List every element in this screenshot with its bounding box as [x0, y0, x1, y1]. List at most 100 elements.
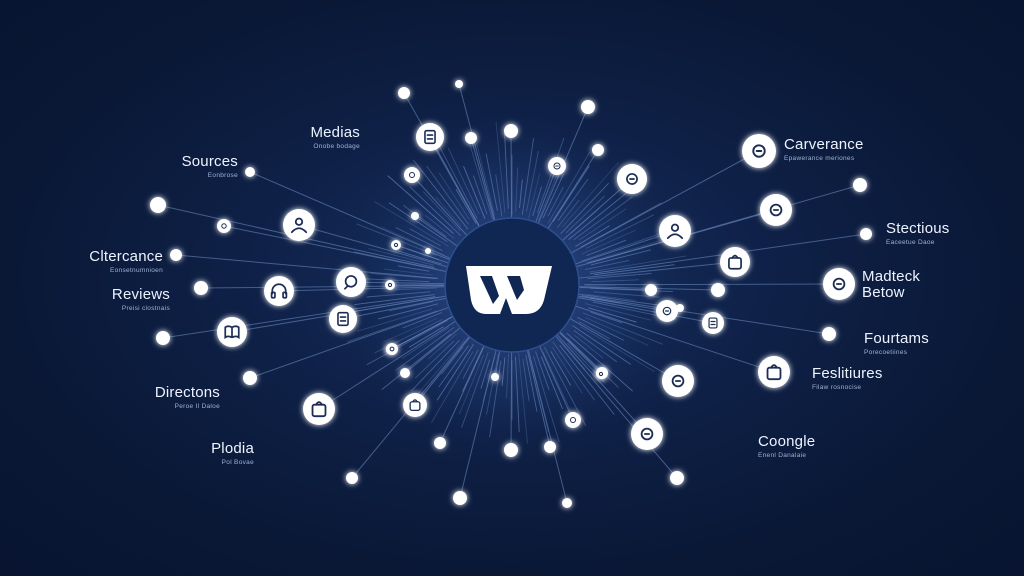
camera-icon: [387, 282, 393, 288]
connection-line: [569, 303, 775, 373]
ray-line: [486, 353, 499, 415]
ray-line: [409, 228, 441, 247]
ray-line: [590, 249, 651, 266]
icon-node[interactable]: [702, 312, 724, 334]
icon-node[interactable]: [283, 209, 315, 241]
icon-node[interactable]: [329, 305, 357, 333]
ray-line: [515, 356, 520, 433]
icon-node[interactable]: [391, 240, 401, 250]
icon-node[interactable]: [217, 219, 231, 233]
ray-line: [472, 175, 488, 215]
connection-line: [458, 83, 501, 241]
ray-line: [587, 307, 637, 323]
icon-node[interactable]: [760, 194, 792, 226]
icon-node[interactable]: [385, 280, 395, 290]
icon-node[interactable]: [404, 167, 420, 183]
network-dot: [491, 373, 499, 381]
icon-node[interactable]: [662, 365, 694, 397]
network-dot: [581, 100, 595, 114]
people-icon: [290, 217, 308, 234]
icon-node[interactable]: [758, 356, 790, 388]
headphones-icon: [270, 283, 288, 299]
ray-line: [581, 229, 636, 255]
ray-line: [412, 159, 469, 230]
ray-line: [572, 325, 632, 365]
browser-icon: [728, 254, 742, 270]
ray-line: [501, 357, 506, 386]
connection-line: [278, 285, 461, 292]
icon-node[interactable]: [823, 268, 855, 300]
icon-node[interactable]: [617, 164, 647, 194]
ray-line: [565, 195, 605, 234]
hub-node[interactable]: [444, 217, 580, 353]
ray-line: [480, 359, 491, 389]
ray-line: [547, 151, 591, 224]
icon-node[interactable]: [416, 123, 444, 151]
list-icon: [424, 129, 436, 145]
ray-line: [461, 352, 489, 428]
shirt-icon: [671, 374, 685, 388]
connection-line: [223, 225, 449, 273]
icon-node[interactable]: [596, 369, 606, 379]
icon-node[interactable]: [217, 317, 247, 347]
ray-line: [552, 341, 595, 401]
icon-node[interactable]: [656, 300, 678, 322]
ray-line: [575, 225, 610, 247]
ray-line: [489, 360, 502, 438]
ray-line: [374, 201, 449, 247]
icon-node[interactable]: [720, 247, 750, 277]
network-dot: [156, 331, 170, 345]
ray-line: [392, 249, 442, 265]
icon-node[interactable]: [403, 393, 427, 417]
ray-line: [422, 191, 462, 232]
connection-line: [318, 311, 470, 410]
connection-line: [547, 327, 678, 479]
ray-line: [387, 175, 454, 234]
ray-line: [591, 279, 639, 283]
ray-line: [573, 329, 618, 363]
ray-line: [485, 153, 498, 211]
ray-line: [568, 183, 639, 240]
network-dot: [544, 441, 556, 453]
ray-line: [559, 340, 586, 370]
ray-line: [458, 354, 484, 415]
ray-line: [414, 340, 455, 379]
icon-node[interactable]: [303, 393, 335, 425]
ray-line: [585, 214, 654, 249]
ray-line: [409, 186, 462, 237]
network-dot: [398, 87, 410, 99]
connection-line: [557, 285, 719, 291]
ray-line: [585, 259, 630, 271]
icon-node[interactable]: [659, 215, 691, 247]
clipboard-icon: [708, 317, 718, 329]
icon-node[interactable]: [386, 343, 398, 355]
ray-line: [551, 346, 583, 394]
icon-node[interactable]: [548, 157, 566, 175]
network-dot: [592, 144, 604, 156]
icon-node[interactable]: [631, 418, 663, 450]
ray-line: [466, 133, 493, 220]
ray-line: [578, 208, 627, 241]
ray-line: [447, 147, 480, 215]
cycle-icon: [221, 223, 227, 229]
ray-line: [584, 316, 649, 346]
network-dot: [150, 197, 166, 213]
icon-node[interactable]: [742, 134, 776, 168]
ray-line: [535, 351, 550, 391]
icon-node[interactable]: [264, 276, 294, 306]
ray-line: [518, 352, 528, 444]
ray-line: [410, 340, 460, 392]
ray-line: [526, 150, 539, 212]
network-dot: [562, 498, 572, 508]
ray-line: [566, 337, 619, 388]
ray-line: [384, 268, 433, 276]
ray-line: [506, 353, 510, 399]
ray-line: [436, 343, 474, 401]
icon-node[interactable]: [565, 412, 581, 428]
network-dot: [453, 491, 467, 505]
icon-node[interactable]: [336, 267, 366, 297]
network-dot: [170, 249, 182, 261]
user-icon: [666, 223, 684, 240]
ray-line: [536, 137, 565, 214]
